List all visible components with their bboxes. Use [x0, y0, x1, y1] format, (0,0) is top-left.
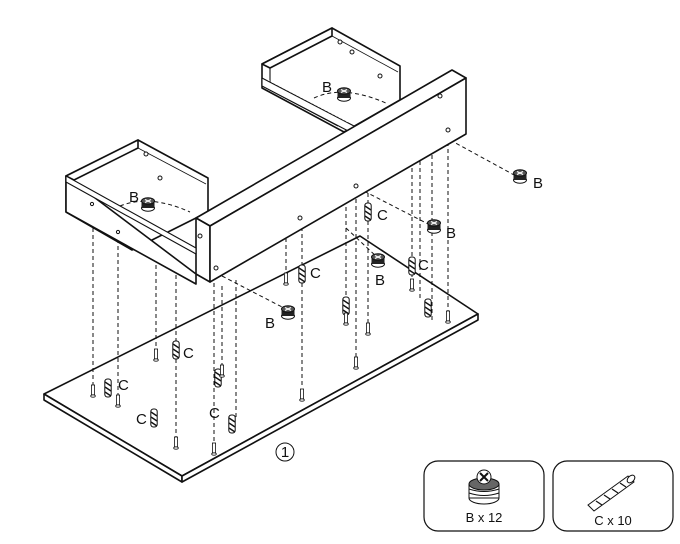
cam-lock-icon	[512, 169, 528, 184]
wooden-dowel-icon	[150, 408, 158, 428]
label-dowel: C	[183, 345, 194, 362]
carcass-frame	[65, 27, 467, 285]
label-cam: B	[446, 225, 456, 242]
cam-lock-icon	[426, 219, 442, 234]
label-cam: B	[265, 315, 275, 332]
label-dowel: C	[418, 257, 429, 274]
label-dowel: C	[310, 265, 321, 282]
cam-lock-icon	[140, 197, 156, 212]
label-dowel: C	[377, 207, 388, 224]
legend-dowel-box: C x 10	[552, 460, 674, 532]
part-labels: B B B B B B C C C C C C C	[118, 79, 543, 428]
wooden-dowel-icon	[587, 474, 636, 512]
label-dowel: C	[136, 411, 147, 428]
legend-dowel-count: C x 10	[594, 513, 632, 528]
label-dowel: C	[209, 405, 220, 422]
cam-lock-icon	[468, 469, 500, 505]
cam-lock-icon	[280, 305, 296, 320]
wooden-dowel-icon	[364, 202, 372, 222]
step-number: 1	[281, 444, 289, 461]
cam-lock-icon	[370, 253, 386, 268]
wooden-dowel-icon	[342, 296, 350, 316]
wooden-dowel-icon	[424, 298, 432, 318]
label-cam: B	[322, 79, 332, 96]
step-marker: 1	[275, 442, 295, 462]
label-cam: B	[533, 175, 543, 192]
wooden-dowel-icon	[298, 264, 306, 284]
wooden-dowel-icon	[408, 256, 416, 276]
label-dowel: C	[118, 377, 129, 394]
legend-cam-box: B x 12	[423, 460, 545, 532]
label-cam: B	[375, 272, 385, 289]
label-cam: B	[129, 189, 139, 206]
wooden-dowel-icon	[228, 414, 236, 434]
wooden-dowel-icon	[172, 340, 180, 360]
wooden-dowel-icon	[104, 378, 112, 398]
legend-cam-count: B x 12	[466, 510, 503, 525]
cam-lock-icon	[336, 87, 352, 102]
